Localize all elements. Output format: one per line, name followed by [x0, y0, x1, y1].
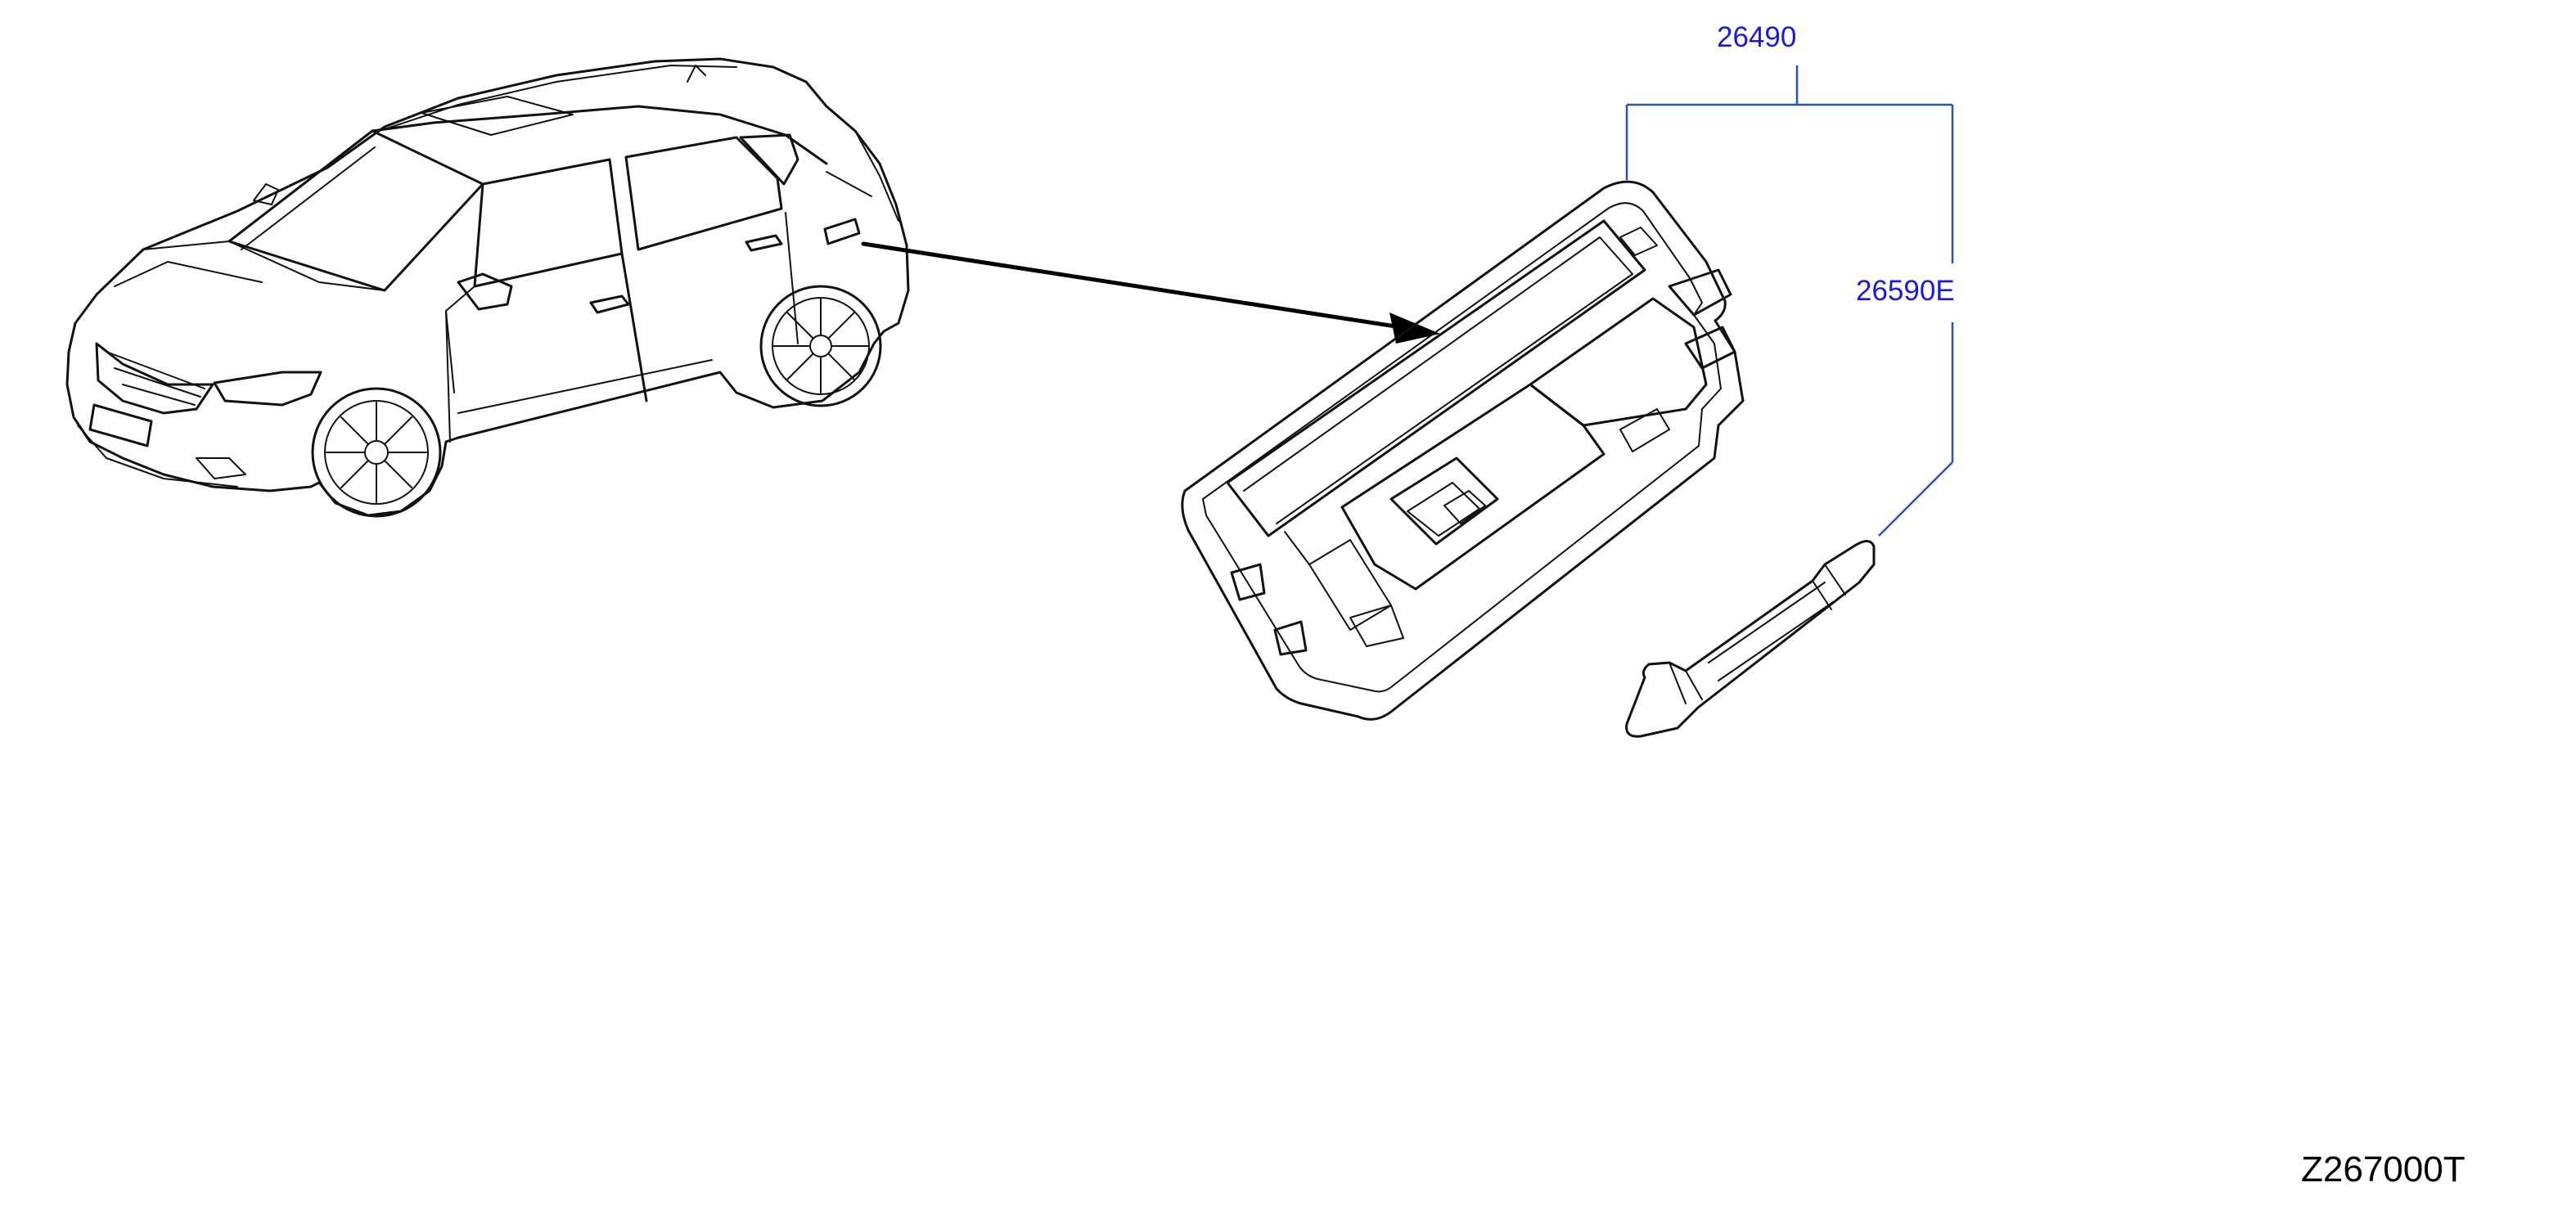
callout-leaders: [1625, 65, 1954, 537]
figure-code: Z267000T: [2301, 1149, 2466, 1189]
part-number-callout-housing: 26490: [1717, 21, 1797, 53]
part-number-callout-bulb: 26590E: [1856, 275, 1955, 307]
location-arrow: [861, 241, 1440, 344]
vehicle-illustration: [65, 57, 910, 518]
bulb-drawing: [1625, 540, 1876, 738]
lamp-housing-drawing: [1181, 180, 1745, 721]
